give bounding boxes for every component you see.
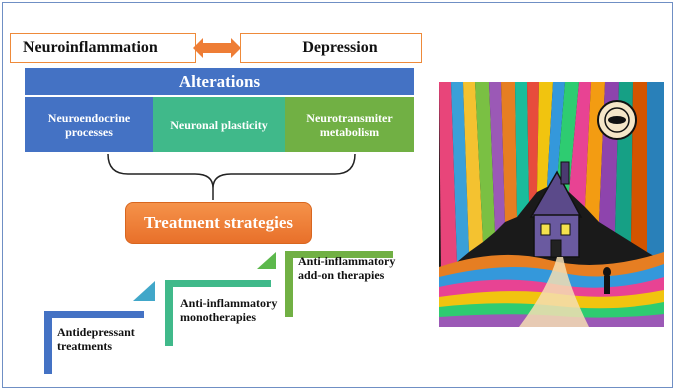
alterations-header: Alterations <box>25 68 414 95</box>
depression-label: Depression <box>302 39 378 56</box>
alterations-row: Neuroendocrine processes Neuronal plasti… <box>25 97 414 152</box>
neurotransmitter-cell: Neurotransmiter metabolism <box>285 97 414 152</box>
figure-frame <box>2 2 673 388</box>
double-arrow-icon <box>193 38 241 58</box>
step-add-on <box>285 251 393 317</box>
brace-connector <box>107 153 356 200</box>
neuroinflammation-label: Neuroinflammation <box>23 39 158 56</box>
psychedelic-house-artwork <box>439 82 664 327</box>
neuroendocrine-cell: Neuroendocrine processes <box>25 97 153 152</box>
treatment-strategies-box: Treatment strategies <box>125 202 312 244</box>
depression-box: Depression <box>240 33 422 63</box>
monotherapies-label: Anti-inflammatory monotherapies <box>180 296 278 324</box>
neuronal-plasticity-cell: Neuronal plasticity <box>153 97 285 152</box>
step-arrow-icon <box>133 281 155 301</box>
step-monotherapies <box>165 252 276 346</box>
add-on-label: Anti-inflammatory add-on therapies <box>298 254 396 282</box>
neuroinflammation-box: Neuroinflammation <box>10 33 196 63</box>
antidepressant-label: Antidepressant treatments <box>57 325 135 353</box>
step-arrow-icon <box>257 252 276 269</box>
step-antidepressant <box>44 281 155 374</box>
